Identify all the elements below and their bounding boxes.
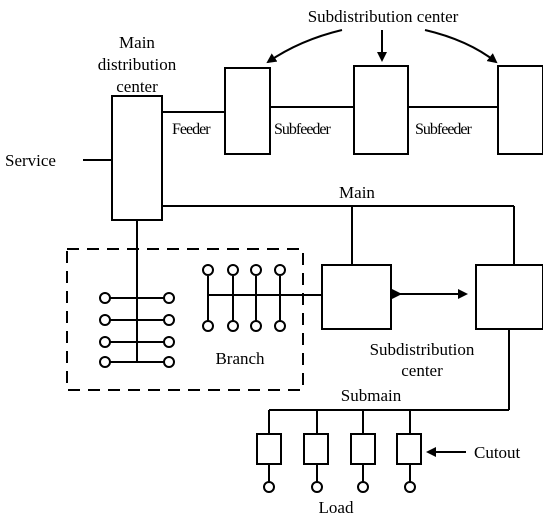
feeder-label: Feeder [172, 121, 211, 138]
subdistribution-box-3 [497, 65, 543, 155]
subdistribution-mid-label-line1: Subdistribution [370, 340, 475, 359]
left-branch-circuits [99, 292, 175, 368]
main-distribution-center-box [111, 95, 163, 221]
branch-label: Branch [215, 349, 265, 368]
main-distribution-label-line1: Main [119, 33, 155, 52]
right-branch-circuits [202, 264, 322, 332]
subdistribution-mid-label-line2: center [401, 361, 443, 380]
subdistribution-box-1 [224, 67, 271, 155]
subdistribution-center-top-label: Subdistribution center [308, 7, 459, 26]
main-distribution-label-line3: center [116, 77, 158, 96]
panelboard-dashed-boundary [66, 248, 304, 391]
load-label: Load [319, 498, 354, 517]
subdistribution-box-2 [353, 65, 409, 155]
subdistribution-box-mid-left [321, 264, 392, 330]
main-label: Main [339, 183, 375, 202]
cutout-label: Cutout [474, 443, 521, 462]
cutouts-and-loads [256, 410, 422, 493]
subfeeder-label-2: Subfeeder [415, 121, 473, 138]
service-label: Service [5, 151, 56, 170]
subdistribution-pointer-arrows [266, 29, 498, 64]
main-distribution-label-line2: distribution [98, 55, 177, 74]
subdistribution-box-mid-right [475, 264, 543, 330]
subfeeder-label-1: Subfeeder [274, 121, 332, 138]
submain-label: Submain [341, 386, 402, 405]
